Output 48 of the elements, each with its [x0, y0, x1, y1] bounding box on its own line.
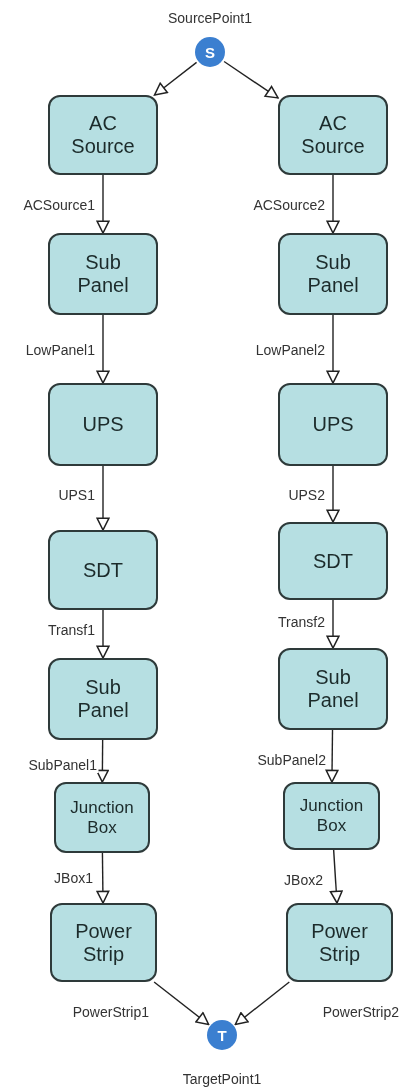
arrow: [234, 981, 290, 1026]
component-box: Sub Panel: [278, 648, 388, 730]
edge-label: JBox2: [283, 872, 324, 888]
arrow: [96, 174, 110, 234]
edge-label: SubPanel2: [256, 752, 327, 768]
arrow: [96, 465, 110, 531]
edge-label: JBox1: [53, 870, 94, 886]
component-box: Junction Box: [54, 782, 150, 853]
edge-label: LowPanel1: [24, 342, 96, 358]
endpoint-circle: T: [207, 1020, 237, 1050]
component-box: Sub Panel: [278, 233, 388, 315]
edge-label: PowerStrip2: [321, 1004, 400, 1020]
edge-label: ACSource1: [22, 197, 96, 213]
edge-label: Transf2: [277, 614, 326, 630]
endpoint-label: TargetPoint1: [182, 1071, 262, 1087]
arrow: [326, 314, 340, 384]
component-box: SDT: [48, 530, 158, 610]
component-box: AC Source: [48, 95, 158, 175]
edge-label: UPS2: [287, 487, 326, 503]
edge-label: Transf1: [47, 622, 96, 638]
arrow: [153, 61, 198, 96]
arrow: [223, 60, 279, 99]
arrow: [96, 852, 110, 904]
arrow: [96, 314, 110, 384]
endpoint-circle: S: [195, 37, 225, 67]
component-box: UPS: [278, 383, 388, 466]
edge-label: UPS1: [57, 487, 96, 503]
arrow: [153, 981, 210, 1026]
endpoint-label: SourcePoint1: [167, 10, 253, 26]
arrow: [326, 174, 340, 234]
edge-label: ACSource2: [252, 197, 326, 213]
component-box: Sub Panel: [48, 233, 158, 315]
arrow: [96, 609, 110, 659]
component-box: UPS: [48, 383, 158, 466]
component-box: Power Strip: [286, 903, 393, 982]
arrow: [326, 465, 340, 523]
component-box: Junction Box: [283, 782, 380, 850]
arrow: [95, 739, 109, 783]
arrow: [326, 599, 340, 649]
arrow: [325, 729, 339, 783]
component-box: AC Source: [278, 95, 388, 175]
component-box: Power Strip: [50, 903, 157, 982]
component-box: Sub Panel: [48, 658, 158, 740]
edge-label: PowerStrip1: [71, 1004, 150, 1020]
edge-label: LowPanel2: [254, 342, 326, 358]
arrow: [329, 849, 343, 904]
edge-label: SubPanel1: [27, 757, 98, 773]
component-box: SDT: [278, 522, 388, 600]
